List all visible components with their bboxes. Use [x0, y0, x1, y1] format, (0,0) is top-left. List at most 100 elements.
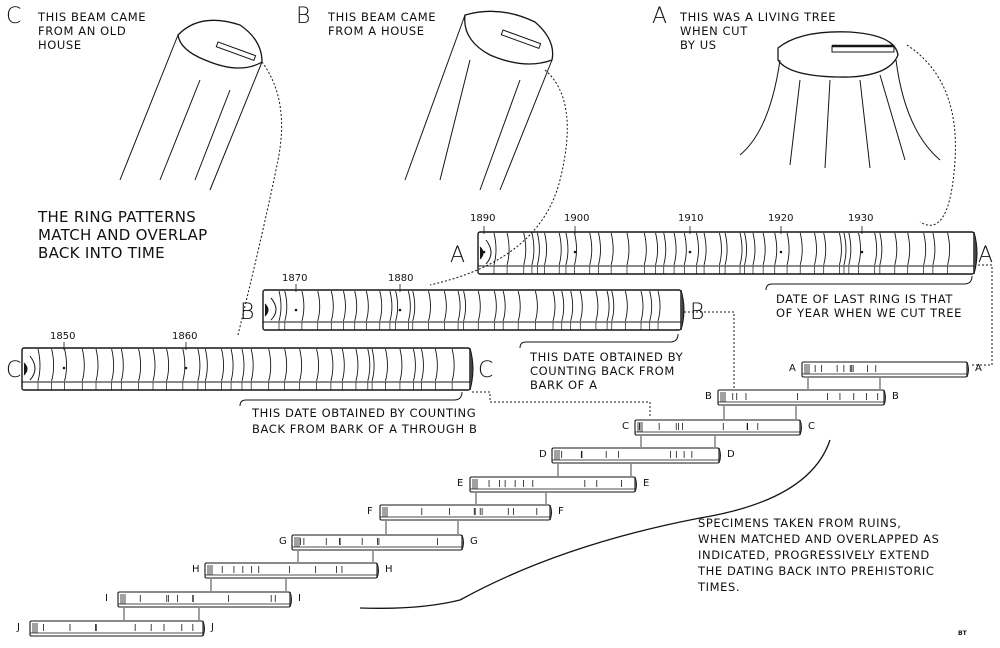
beam-a-pith	[479, 246, 484, 260]
beam-b-ring	[354, 290, 358, 322]
beam-b-ring	[463, 290, 467, 322]
beam-b-ring	[561, 290, 565, 322]
beam-b-ring	[493, 290, 497, 322]
beam-b-ring	[278, 290, 282, 322]
beam-a-left-letter: A	[450, 243, 466, 268]
beam-a-ring	[774, 232, 778, 266]
beam-b-ring	[343, 290, 346, 322]
beam-c-ring	[241, 348, 245, 382]
leader-c	[237, 61, 283, 336]
year-dot	[779, 250, 783, 254]
beam-b-ring	[552, 290, 556, 322]
stack-beam-j-bark	[202, 620, 205, 637]
beam-c-ring	[299, 348, 303, 382]
beam-c-ring	[284, 348, 288, 382]
beam-b-inner-ring	[270, 297, 277, 321]
year-dot	[294, 308, 298, 312]
stack-beam-f-left-letter: F	[367, 506, 373, 517]
beam-a-ring	[598, 232, 601, 266]
beam-a-ring	[843, 232, 847, 266]
stack-beam-e	[469, 476, 636, 493]
leader-a-stack	[970, 264, 993, 366]
beam-a-ring	[523, 232, 527, 266]
leader-c-stack	[472, 391, 651, 418]
specimen-b-caption: THIS BEAM CAME FROM A HOUSE	[328, 10, 437, 38]
beam-a-ring	[762, 232, 766, 266]
beam-b-ring	[624, 290, 628, 322]
beam-c-ring	[64, 348, 67, 382]
beam-a-ring	[719, 232, 722, 266]
year-label-1880: 1880	[388, 273, 414, 284]
stack-beam-f-right-letter: F	[558, 506, 564, 517]
beam-c-ring	[330, 348, 334, 382]
beam-b-ring	[457, 290, 461, 322]
specimen-b-letter: B	[296, 4, 311, 29]
beam-c-ring	[230, 348, 234, 382]
year-label-1900: 1900	[564, 213, 590, 224]
stump-a-sketch-body	[739, 59, 941, 169]
beam-b-ring	[407, 290, 411, 322]
beam-c-date-note-line1: THIS DATE OBTAINED BY COUNTING	[252, 406, 477, 420]
beam-a-ring	[673, 232, 677, 266]
beam-c-ring	[166, 348, 170, 382]
year-dot	[482, 250, 486, 254]
stack-beam-c-bark	[799, 419, 802, 436]
stack-beam-d-left-letter: D	[539, 449, 547, 460]
stack-beam-f-bark	[549, 504, 552, 521]
specimen-c-letter: C	[6, 4, 22, 29]
stack-beam-e-right-letter: E	[643, 478, 650, 489]
beam-c-ring	[385, 348, 388, 382]
leader-b	[429, 69, 568, 286]
beam-c-ring	[434, 348, 438, 382]
beam-a-ring	[814, 232, 817, 266]
year-label-1920: 1920	[768, 213, 794, 224]
beam-a-ring	[799, 232, 803, 266]
beam-c-date-note-line2: BACK FROM BARK OF A THROUGH B	[252, 422, 478, 436]
beam-c-ring	[221, 348, 224, 382]
beam-c-ring	[399, 348, 403, 382]
beam-a-ring	[744, 232, 748, 266]
beam-c-inner-ring	[29, 355, 36, 381]
stack-beam-c	[634, 419, 801, 436]
stack-beam-h	[204, 562, 378, 579]
stack-beam-e-bark	[634, 476, 637, 493]
beam-a-ring	[626, 232, 630, 266]
stack-beam-i-left-letter: I	[105, 593, 108, 604]
beam-c-ring	[182, 348, 186, 382]
beam-b-ring	[317, 290, 321, 322]
beam-c-ring	[197, 348, 201, 382]
beam-a-ring	[696, 232, 699, 266]
beam-b-ring	[502, 290, 506, 322]
beam-c-ring	[37, 348, 41, 382]
beam-b-left-letter: B	[240, 300, 255, 325]
beam-b-ring	[365, 290, 369, 322]
stack-beam-a-right-letter: A	[975, 363, 982, 374]
specimen-c-caption: THIS BEAM CAME FROM AN OLD HOUSE	[38, 10, 147, 52]
beam-b-ring	[657, 290, 661, 322]
stack-beam-g	[291, 534, 463, 551]
year-dot	[573, 250, 577, 254]
specimen-a-caption: THIS WAS A LIVING TREE WHEN CUT BY US	[680, 10, 837, 52]
stack-beam-f	[379, 504, 551, 521]
beam-a-ring	[739, 232, 743, 266]
year-label-1910: 1910	[678, 213, 704, 224]
beam-a-ring	[947, 232, 951, 266]
beam-a-ring	[894, 232, 898, 266]
beam-b-sketch-body	[404, 14, 553, 191]
year-label-1870: 1870	[282, 273, 308, 284]
beam-b-ring	[534, 290, 538, 322]
beam-a-ring	[858, 232, 861, 266]
beam-c-ring	[51, 348, 55, 382]
stack-beam-j-left-letter: J	[17, 622, 20, 633]
beam-a-ring	[506, 232, 510, 266]
beam-a-ring	[655, 232, 659, 266]
brace-b	[519, 333, 679, 349]
stack-beam-b-left-letter: B	[705, 391, 712, 402]
beam-a-ring	[531, 232, 535, 266]
beam-c-ring	[355, 348, 359, 382]
beam-b-ring	[595, 290, 599, 322]
beam-a-ring	[643, 232, 647, 266]
beam-c-ring	[367, 348, 371, 382]
stack-beam-b	[717, 389, 885, 406]
stack-beam-i-bark	[289, 591, 292, 608]
